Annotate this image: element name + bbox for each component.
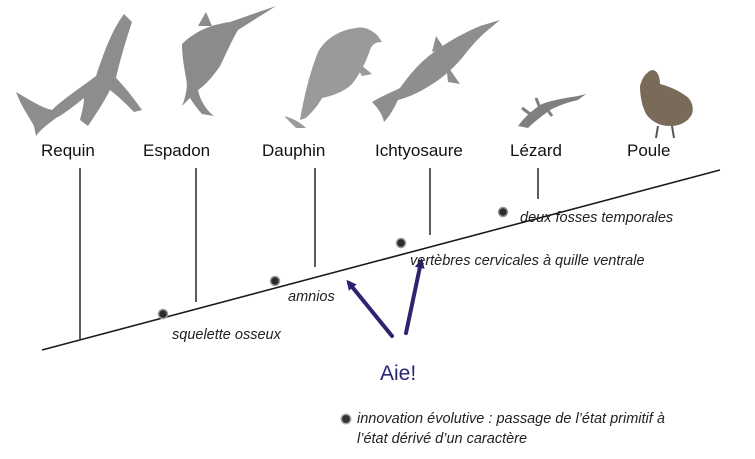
taxon-ichtyosaure: Ichtyosaure — [375, 141, 463, 160]
dolphin-icon — [284, 27, 382, 128]
dot-amnios — [269, 275, 281, 287]
ichthyosaur-icon — [372, 20, 500, 122]
taxon-poule: Poule — [627, 141, 671, 160]
char-vertebrae: vertèbres cervicales à quille ventrale — [410, 253, 645, 269]
char-skeleton: squelette osseux — [172, 327, 281, 343]
legend: innovation évolutive : passage de l’état… — [342, 409, 665, 449]
shark-icon — [16, 14, 142, 136]
tree-branches — [79, 168, 539, 339]
dot-vertebrae — [395, 237, 407, 249]
taxon-lezard: Lézard — [510, 141, 562, 160]
arrows — [346, 258, 425, 338]
dot-skeleton — [157, 308, 169, 320]
exclamation-label: Aie! — [380, 362, 417, 385]
taxon-dauphin: Dauphin — [262, 141, 326, 160]
dot-fossae — [497, 206, 509, 218]
arrow-to-vertebrae — [404, 258, 425, 335]
swordfish-icon — [182, 6, 276, 116]
char-fossae: deux fosses temporales — [520, 210, 674, 226]
legend-line-2: l’état dérivé d’un caractère — [357, 431, 528, 447]
char-amnios: amnios — [288, 289, 335, 305]
hen-icon — [640, 70, 693, 139]
legend-dot-icon — [342, 415, 350, 423]
character-dots — [157, 206, 509, 320]
lizard-icon — [518, 94, 586, 128]
legend-line-1: innovation évolutive : passage de l’état… — [357, 411, 665, 427]
taxon-requin: Requin — [41, 141, 95, 160]
arrow-to-amnios — [346, 279, 394, 338]
tree-trunk — [41, 169, 721, 351]
taxon-espadon: Espadon — [143, 141, 211, 160]
